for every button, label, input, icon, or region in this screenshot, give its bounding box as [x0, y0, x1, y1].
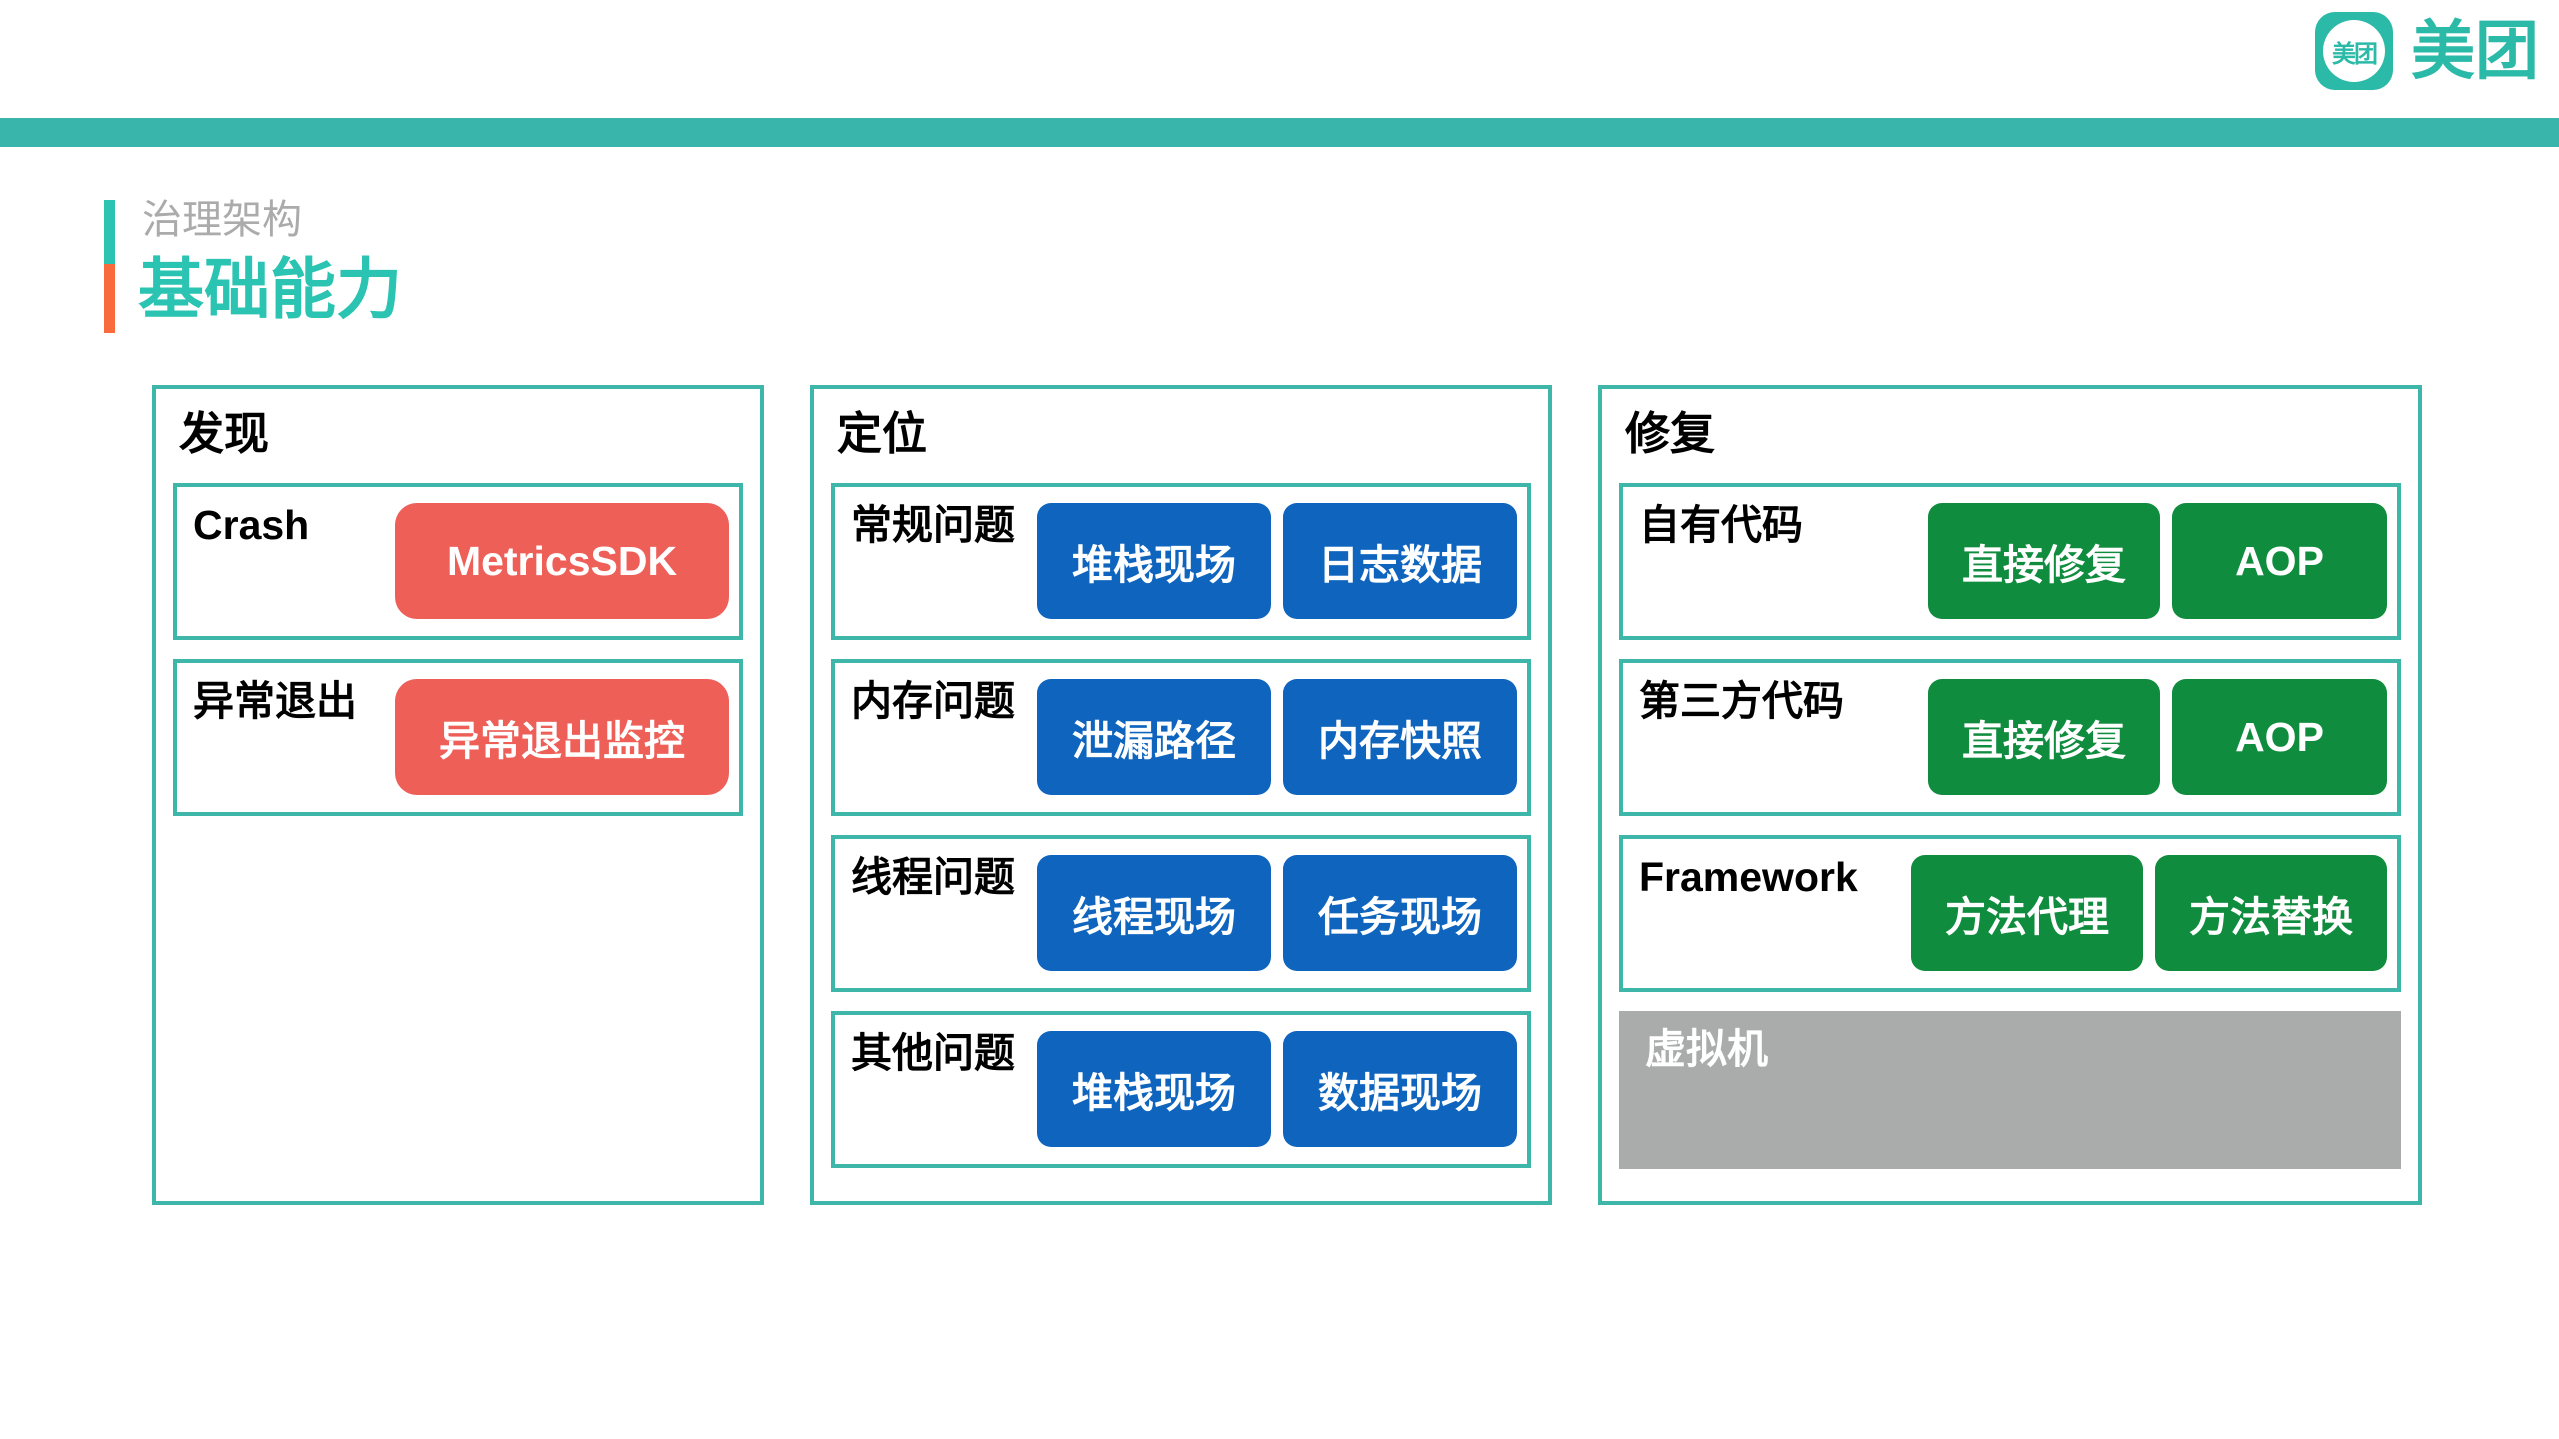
accent-top-bar	[0, 118, 2559, 147]
capability-chip: 堆栈现场	[1037, 503, 1271, 619]
capability-chip: 直接修复	[1928, 679, 2160, 795]
row-label: 常规问题	[851, 501, 1015, 548]
capability-chip: 内存快照	[1283, 679, 1517, 795]
capability-chip: AOP	[2172, 679, 2387, 795]
title-accent-bar	[104, 200, 115, 333]
capability-chip: 方法替换	[2154, 855, 2387, 971]
capability-chip: MetricsSDK	[395, 503, 729, 619]
chip-group: 异常退出监控	[395, 679, 729, 795]
row-label: 线程问题	[851, 853, 1015, 900]
capability-chip: 日志数据	[1283, 503, 1517, 619]
row-label: 内存问题	[851, 677, 1015, 724]
row-label: 第三方代码	[1639, 677, 1844, 724]
capability-chip: 堆栈现场	[1037, 1031, 1271, 1147]
capability-row: Framework 方法代理方法替换	[1619, 834, 2401, 992]
capability-row: 其他问题堆栈现场数据现场	[831, 1010, 1531, 1168]
meituan-app-icon-label: 美团	[2323, 20, 2385, 82]
chip-group: 堆栈现场日志数据	[1037, 503, 1517, 619]
meituan-logo: 美团 美团	[2315, 12, 2539, 90]
chip-group: 堆栈现场数据现场	[1037, 1031, 1517, 1147]
capability-chip: 直接修复	[1928, 503, 2160, 619]
chip-group: 线程现场任务现场	[1037, 855, 1517, 971]
capability-row: 异常退出异常退出监控	[173, 658, 743, 816]
capability-row: 线程问题线程现场任务现场	[831, 834, 1531, 992]
meituan-brand-text: 美团	[2411, 15, 2539, 87]
capability-chip: 方法代理	[1910, 855, 2143, 971]
panel-1: 定位常规问题堆栈现场日志数据内存问题泄漏路径内存快照线程问题线程现场任务现场其他…	[810, 385, 1552, 1205]
section-eyebrow: 治理架构	[142, 198, 302, 242]
panel-0: 发现 Crash MetricsSDK 异常退出异常退出监控	[152, 385, 764, 1205]
row-label: 自有代码	[1639, 501, 1803, 548]
capability-chip: 泄漏路径	[1037, 679, 1271, 795]
capability-row: 常规问题堆栈现场日志数据	[831, 482, 1531, 640]
panel-title: 修复	[1625, 408, 1716, 459]
capability-chip: AOP	[2172, 503, 2387, 619]
capability-chip: 异常退出监控	[395, 679, 729, 795]
capability-row: Crash MetricsSDK	[173, 482, 743, 640]
capability-chip: 线程现场	[1037, 855, 1271, 971]
row-label: Framework	[1639, 853, 1858, 900]
row-label: 其他问题	[851, 1029, 1015, 1076]
chip-group: 方法代理方法替换	[1910, 855, 2387, 971]
chip-group: 泄漏路径内存快照	[1037, 679, 1517, 795]
chip-group: MetricsSDK	[395, 503, 729, 619]
row-label: 异常退出	[193, 677, 357, 724]
panel-title: 定位	[837, 408, 928, 459]
meituan-app-icon: 美团	[2315, 12, 2393, 90]
page-title: 基础能力	[138, 252, 402, 326]
capability-chip: 任务现场	[1283, 855, 1517, 971]
capability-row: 内存问题泄漏路径内存快照	[831, 658, 1531, 816]
capability-chip: 数据现场	[1283, 1031, 1517, 1147]
row-label: Crash	[193, 501, 310, 548]
panel-title: 发现	[179, 408, 270, 459]
vm-bar: 虚拟机	[1619, 1010, 2401, 1169]
